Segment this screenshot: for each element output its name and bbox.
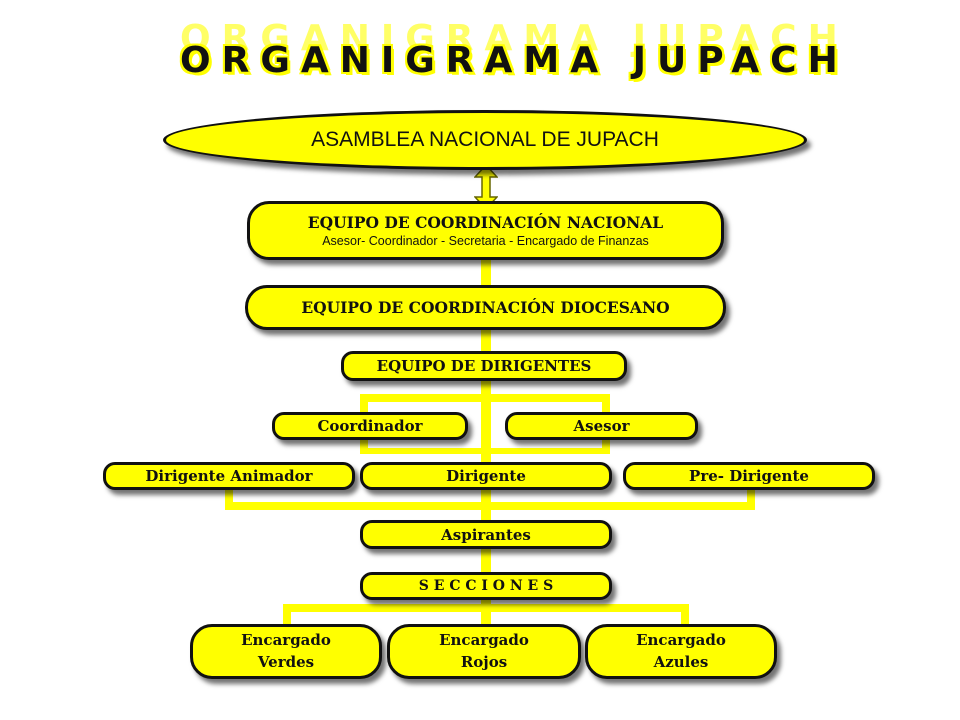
connector-dirigentes-bar [360,394,610,402]
encargado-verdes-line1: Encargado [241,630,331,649]
title-shadow: ORGANIGRAMA JUPACH [180,18,849,59]
coordinacion-diocesano-label: EQUIPO DE COORDINACIÓN DIOCESANO [301,298,670,317]
coordinacion-diocesano-node: EQUIPO DE COORDINACIÓN DIOCESANO [245,285,726,330]
secciones-label: S E C C I O N E S [418,578,554,594]
asesor-node: Asesor [505,412,698,440]
coordinador-label: Coordinador [317,417,423,435]
asamblea-nacional-label: ASAMBLEA NACIONAL DE JUPACH [311,128,659,151]
encargado-verdes-line2: Verdes [257,652,315,671]
encargado-verdes-node: Encargado Verdes [190,624,382,679]
pre-dirigente-label: Pre- Dirigente [689,467,809,485]
asesor-label: Asesor [573,417,630,435]
equipo-dirigentes-node: EQUIPO DE DIRIGENTES [341,351,627,381]
chart-title: ORGANIGRAMA JUPACH ORGANIGRAMA JUPACH [180,18,849,98]
dirigente-animador-node: Dirigente Animador [103,462,355,490]
dirigente-animador-label: Dirigente Animador [145,467,313,485]
title-main: ORGANIGRAMA JUPACH [180,40,849,81]
encargado-rojos-node: Encargado Rojos [387,624,581,679]
encargado-azules-line2: Azules [653,652,709,671]
connector-level-left-drop [225,480,233,510]
aspirantes-node: Aspirantes [360,520,612,549]
connector-main-trunk [481,258,491,578]
encargado-rojos-line2: Rojos [460,652,508,671]
encargado-azules-node: Encargado Azules [585,624,777,679]
pre-dirigente-node: Pre- Dirigente [623,462,875,490]
connector-level-bar [225,502,755,510]
connector-dirigentes-bottom-bar [360,448,610,454]
encargado-rojos-line1: Encargado [439,630,529,649]
aspirantes-label: Aspirantes [441,525,531,544]
asamblea-nacional-node: ASAMBLEA NACIONAL DE JUPACH [163,110,807,170]
connector-secciones-right-drop [681,604,689,630]
dirigente-node: Dirigente [360,462,612,490]
secciones-node: S E C C I O N E S [360,572,612,600]
dirigente-label: Dirigente [446,467,526,485]
encargado-azules-line1: Encargado [636,630,726,649]
connector-secciones-center-drop [481,596,491,630]
coordinacion-nacional-members: Asesor- Coordinador - Secretaria - Encar… [322,234,649,248]
coordinacion-nacional-title: EQUIPO DE COORDINACIÓN NACIONAL [307,213,664,232]
coordinacion-nacional-node: EQUIPO DE COORDINACIÓN NACIONAL Asesor- … [247,201,724,260]
connector-secciones-left-drop [283,604,291,630]
equipo-dirigentes-label: EQUIPO DE DIRIGENTES [376,357,592,375]
connector-level-right-drop [747,480,755,510]
coordinador-node: Coordinador [272,412,468,440]
